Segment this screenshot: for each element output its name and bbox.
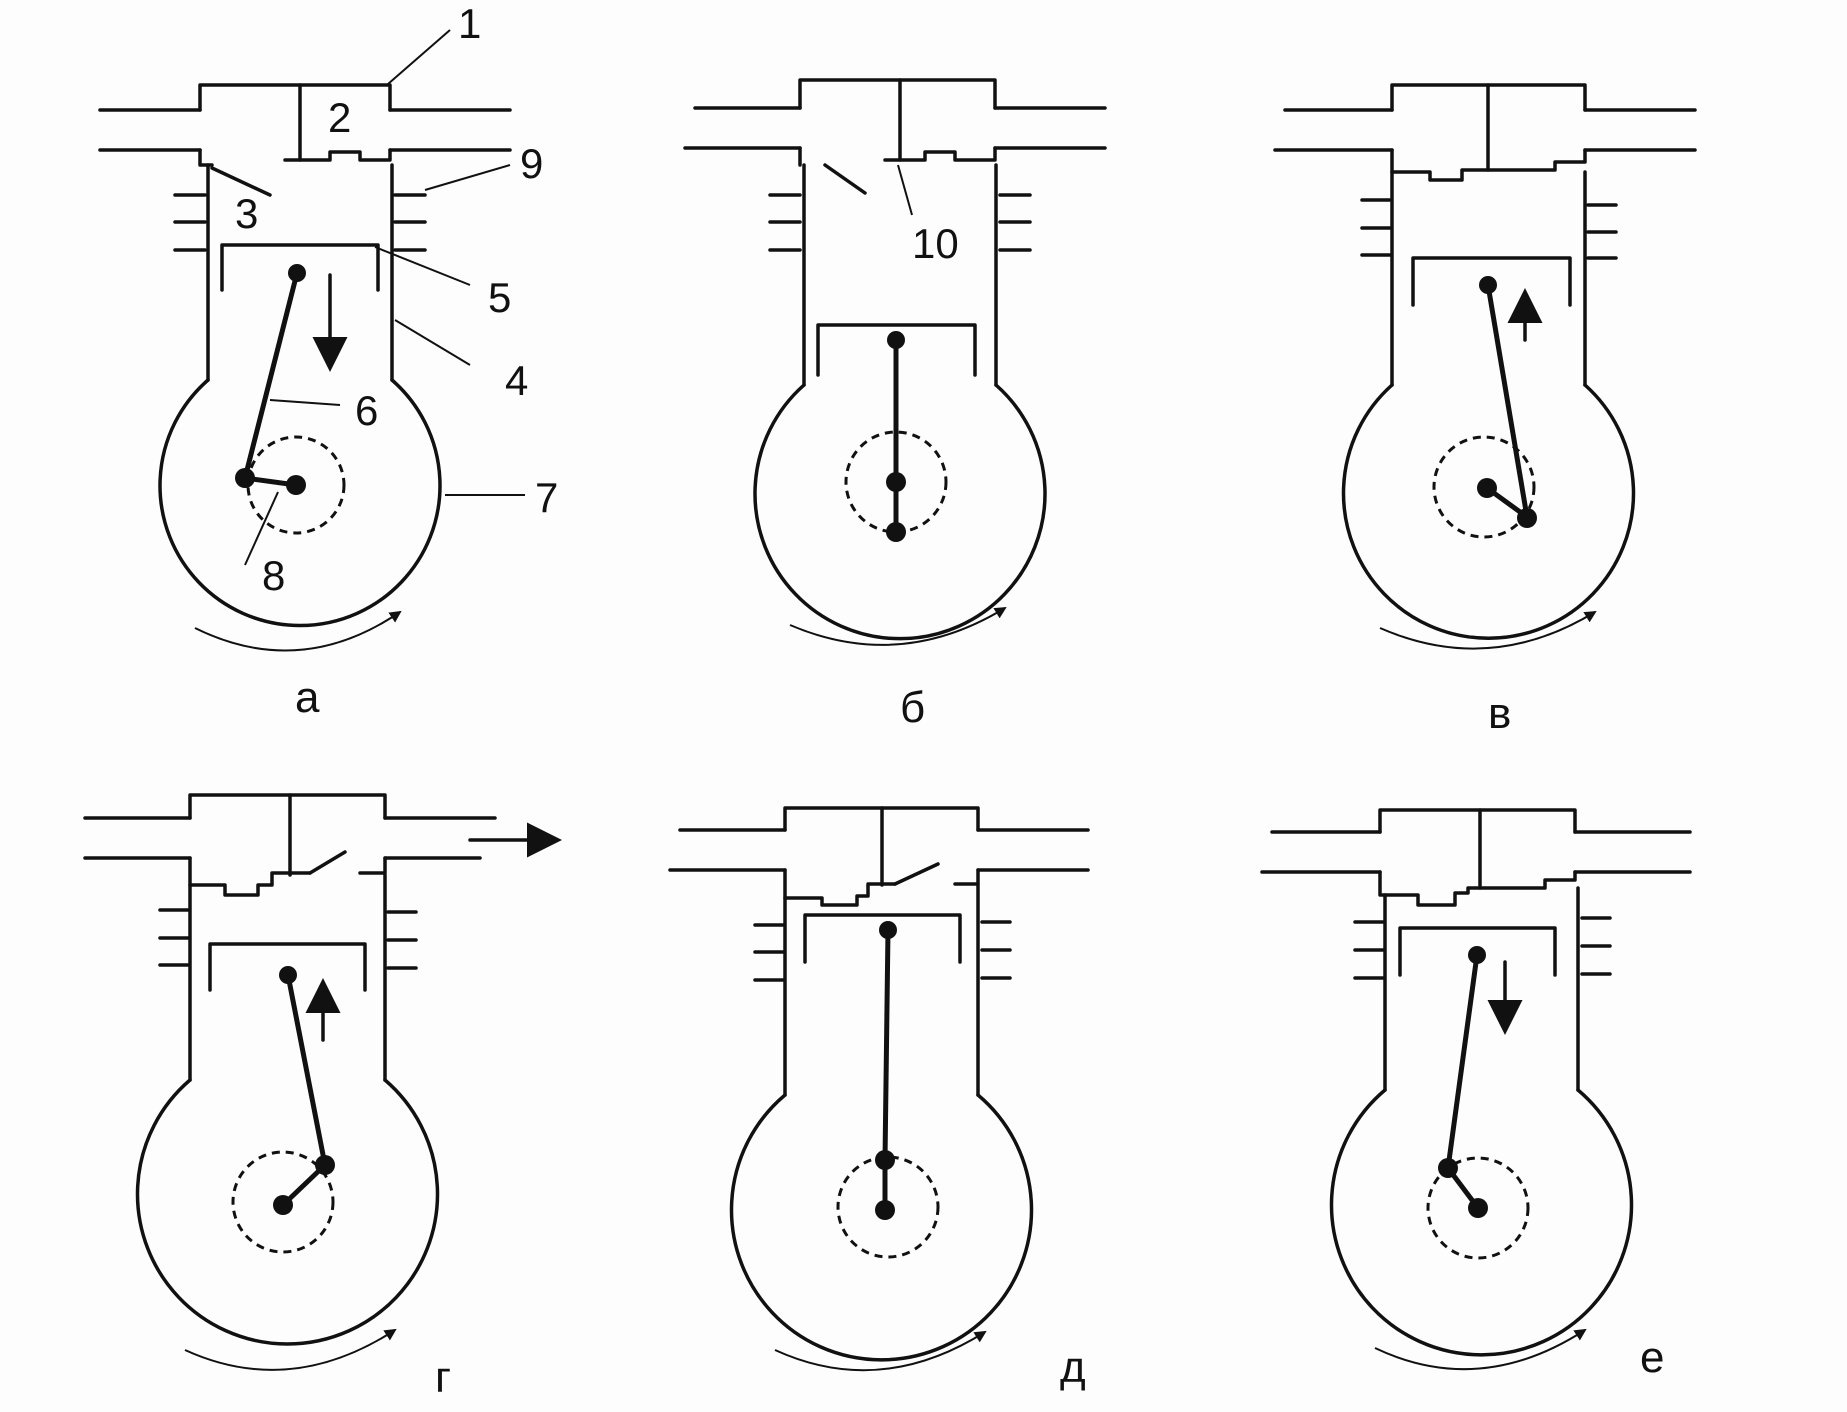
engine-body	[668, 806, 1090, 1372]
engine-body	[1260, 808, 1692, 1371]
panel-f: е	[1260, 808, 1692, 1382]
panel-d: г	[83, 793, 562, 1402]
part-number-9: 9	[520, 140, 543, 187]
panel-label-c: в	[1488, 689, 1511, 738]
panel-label-b: б	[900, 683, 925, 732]
panel-c: в	[1273, 83, 1697, 738]
panel-b: 10 б	[683, 78, 1107, 732]
part-number-10: 10	[912, 220, 959, 267]
engine-body	[683, 78, 1107, 646]
panel-label-d: г	[435, 1353, 451, 1402]
panel-label-a: а	[295, 673, 320, 722]
part-number-3: 3	[235, 190, 258, 237]
part-leader-line	[897, 164, 913, 216]
panel-label-f: е	[1640, 1333, 1664, 1382]
part-number-6: 6	[355, 387, 378, 434]
part-number-1: 1	[458, 0, 481, 47]
part-number-4: 4	[505, 357, 528, 404]
panel-a: 1 2 3 4 5 6 7 8 9 а	[98, 0, 558, 722]
engine-body	[83, 793, 562, 1371]
part-number-8: 8	[262, 552, 285, 599]
panel-label-e: д	[1060, 1343, 1086, 1392]
part-number-2: 2	[328, 94, 351, 141]
engine-body	[1273, 83, 1697, 650]
part-number-5: 5	[488, 274, 511, 321]
panel-e: д	[668, 806, 1090, 1392]
part-leader-lines	[244, 29, 525, 566]
engine-body	[98, 83, 512, 652]
part-number-7: 7	[535, 474, 558, 521]
